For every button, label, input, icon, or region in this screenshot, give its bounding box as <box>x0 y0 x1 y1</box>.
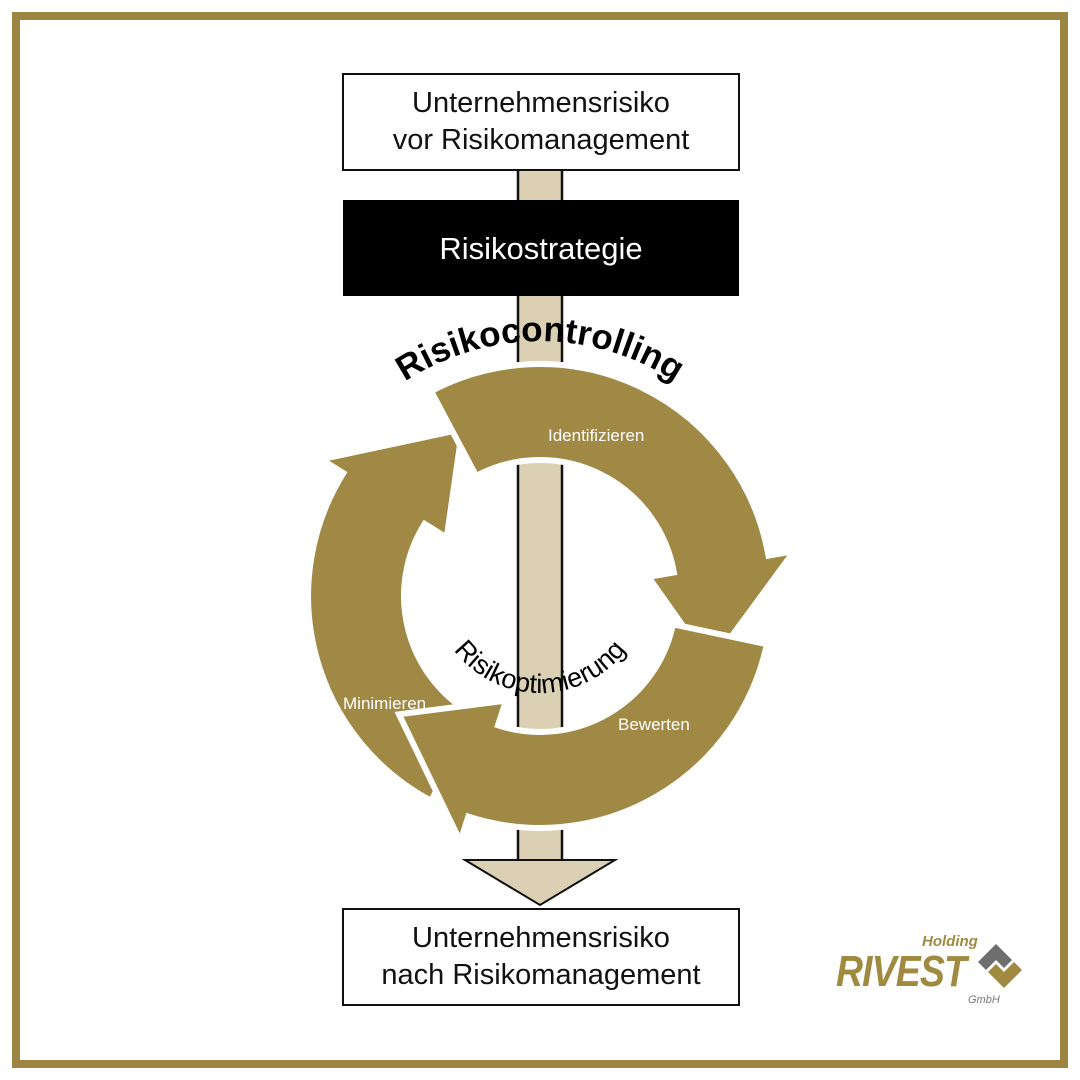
flow-arrow-head <box>461 859 619 907</box>
bottom-box-line1: Unternehmensrisiko <box>412 922 670 954</box>
logo-name: RIVEST <box>836 947 967 996</box>
step-minimieren: Minimieren <box>343 694 426 713</box>
strategy-box: Risikostrategie <box>343 200 739 296</box>
arrow-bewerten <box>394 620 771 850</box>
top-box-line2: vor Risikomanagement <box>392 124 690 156</box>
logo-holding: Holding <box>922 933 978 950</box>
strategy-label: Risikostrategie <box>439 230 643 266</box>
rivest-logo: Holding RIVEST GmbH <box>836 934 1026 1008</box>
step-identifizieren: Identifizieren <box>548 426 644 445</box>
logo-suffix: GmbH <box>968 994 1000 1006</box>
arrow-identifizieren <box>427 361 801 671</box>
logo-diamond-icon <box>978 944 1022 988</box>
bottom-box-line2: nach Risikomanagement <box>381 959 701 991</box>
top-box: Unternehmensrisiko vor Risikomanagement <box>342 73 740 171</box>
gold-frame <box>12 12 1068 1068</box>
bottom-box: Unternehmensrisiko nach Risikomanagement <box>342 908 740 1006</box>
step-bewerten: Bewerten <box>618 715 690 734</box>
top-box-line1: Unternehmensrisiko <box>412 87 670 119</box>
